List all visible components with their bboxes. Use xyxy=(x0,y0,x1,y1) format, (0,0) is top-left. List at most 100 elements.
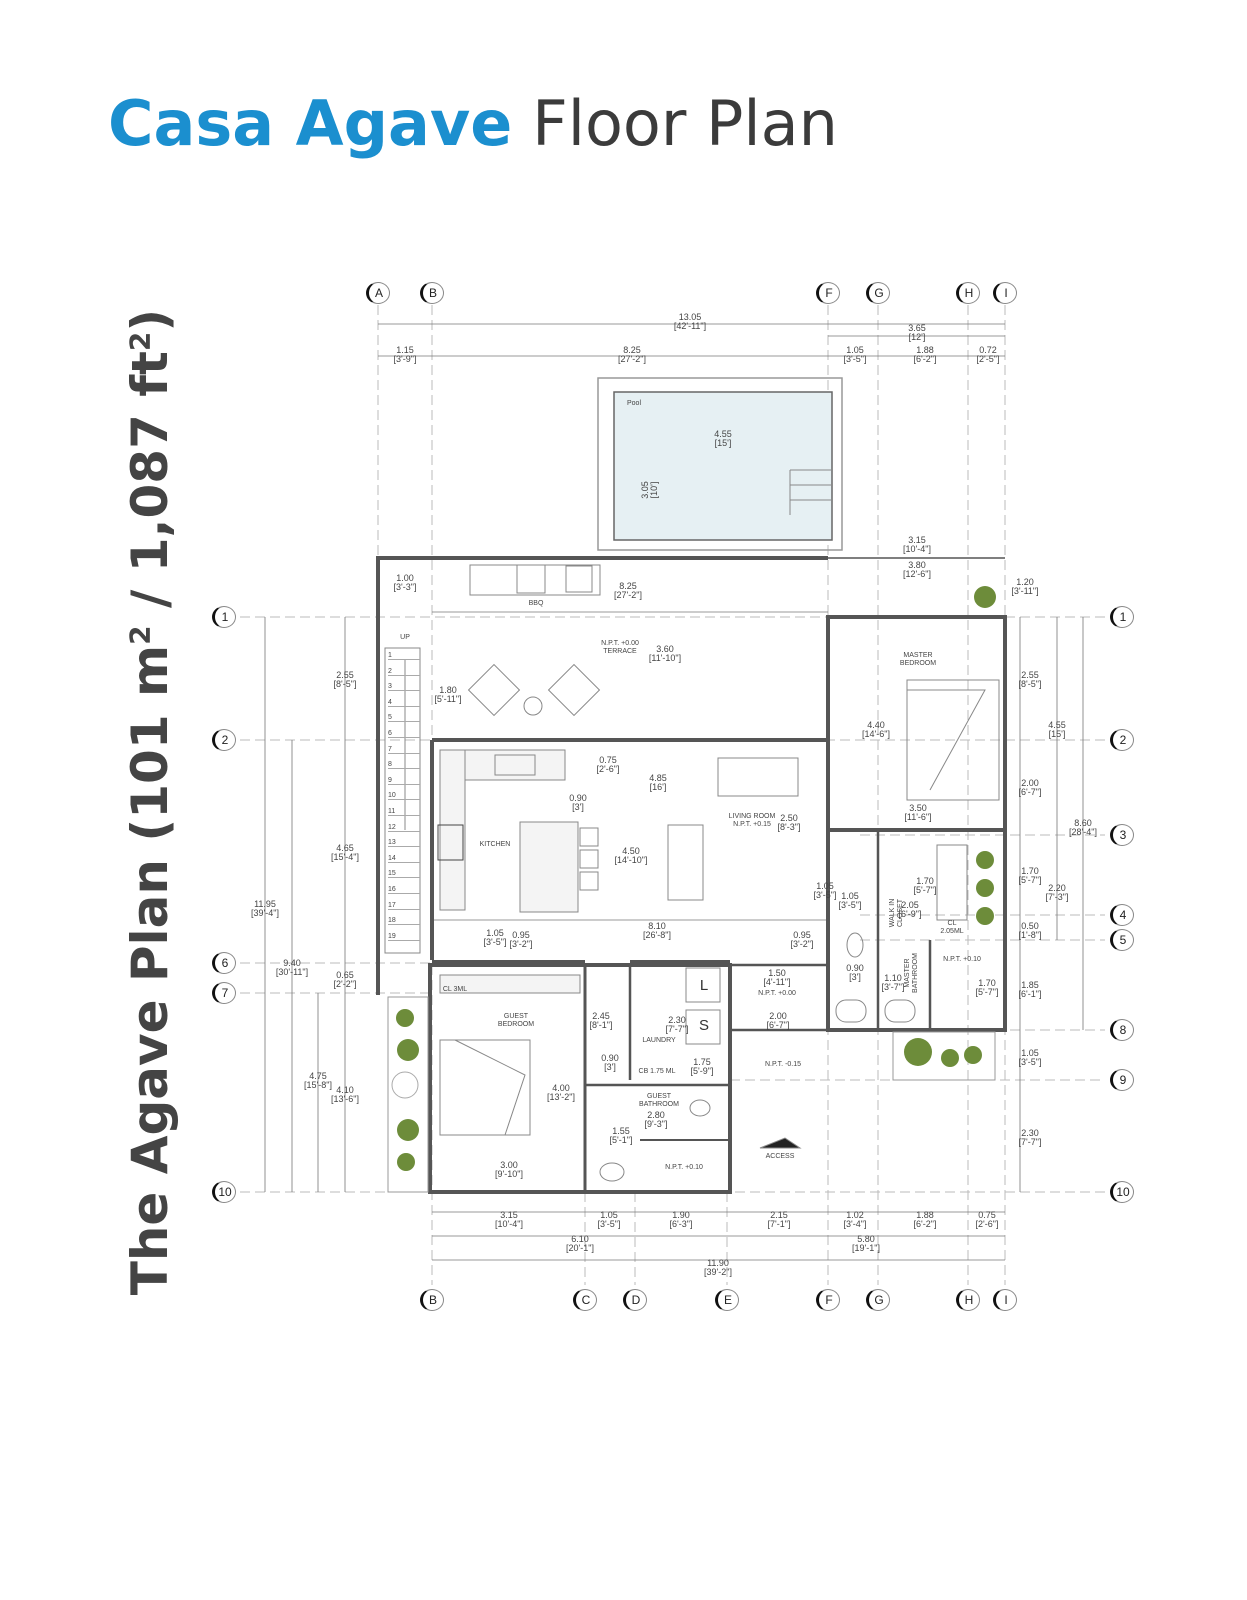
dimension-label: 1.50[4'-11"] xyxy=(763,969,790,987)
dimension-metric: 1.90 xyxy=(672,1210,690,1220)
dimension-metric: 2.30 xyxy=(1021,1128,1039,1138)
dimension-imperial: [20'-1"] xyxy=(566,1243,594,1253)
grid-bubble-1: 1 xyxy=(1110,606,1134,628)
dimension-metric: 1.85 xyxy=(1021,980,1039,990)
dimension-metric: 1.02 xyxy=(846,1210,864,1220)
stair-step: 1 xyxy=(388,652,420,660)
dimension-metric: 1.15 xyxy=(396,345,414,355)
dimension-imperial: [2'-6"] xyxy=(596,764,620,774)
dimension-label: 1.88[6'-2"] xyxy=(914,1211,937,1229)
dimension-metric: 2.20 xyxy=(1048,883,1066,893)
dimension-imperial: [8'-3"] xyxy=(777,822,801,832)
dimension-imperial: [3'-11"] xyxy=(1011,586,1039,596)
dimension-metric: 1.88 xyxy=(916,1210,934,1220)
dimension-label: 3.50[11'-6"] xyxy=(904,804,931,822)
dimension-metric: 1.70 xyxy=(1021,866,1039,876)
dimension-imperial: [9'-10"] xyxy=(495,1169,523,1179)
dimension-imperial: [2'-6"] xyxy=(975,1219,999,1229)
grid-bubble-f: F xyxy=(816,1289,840,1311)
dimension-label: 2.45[8'-1"] xyxy=(590,1012,613,1030)
dimension-metric: 0.75 xyxy=(978,1210,996,1220)
dimension-metric: 3.15 xyxy=(908,535,926,545)
grid-bubble-g: G xyxy=(866,282,890,304)
dimension-label: 5.80[19'-1"] xyxy=(852,1235,880,1253)
dimension-label: 1.70[5'-7"] xyxy=(976,979,999,997)
dimension-label: 3.80[12'-6"] xyxy=(903,561,931,579)
dimension-metric: 1.05 xyxy=(600,1210,618,1220)
dimension-imperial: [8'-5"] xyxy=(333,679,357,689)
dimension-label: 1.75[5'-9"] xyxy=(691,1058,714,1076)
room-label-cabinet: CB 1.75 ML xyxy=(638,1068,676,1075)
dimension-imperial: [8'-1"] xyxy=(589,1020,613,1030)
dimension-imperial: [16'] xyxy=(649,782,667,792)
stair-step: 9 xyxy=(388,777,420,785)
dimension-metric: 0.65 xyxy=(336,970,354,980)
dimension-imperial: [5'-7"] xyxy=(913,885,937,895)
dimension-label: 1.70[5'-7"] xyxy=(1019,867,1042,885)
dimension-label: 3.15[10'-4"] xyxy=(495,1211,523,1229)
room-label-pool: Pool xyxy=(626,400,642,407)
grid-bubble-h: H xyxy=(956,282,980,304)
dimension-imperial: [26'-8"] xyxy=(643,930,671,940)
dimension-label: 1.05[3'-5"] xyxy=(1019,1049,1042,1067)
dimension-label: 1.70[5'-7"] xyxy=(914,877,937,895)
dimension-metric: 1.70 xyxy=(916,876,934,886)
dimension-label: 1.10[3'-7"] xyxy=(882,974,905,992)
dimension-label: 8.60[28'-4"] xyxy=(1069,819,1097,837)
dimension-imperial: [12'] xyxy=(908,332,926,342)
grid-bubble-i: I xyxy=(993,1289,1017,1311)
dimension-imperial: [5'-1"] xyxy=(609,1135,633,1145)
dimension-imperial: [15'-4"] xyxy=(331,852,359,862)
dimension-metric: 8.25 xyxy=(623,345,641,355)
grid-bubble-10: 10 xyxy=(212,1181,236,1203)
dimension-label: 1.80[5'-11"] xyxy=(434,686,461,704)
dimension-label: 0.95[3'-2"] xyxy=(510,931,533,949)
dimension-metric: 0.75 xyxy=(599,755,617,765)
grid-bubble-10: 10 xyxy=(1110,1181,1134,1203)
dimension-metric: 1.00 xyxy=(396,573,414,583)
dimension-label: 2.30[7'-7"] xyxy=(666,1016,689,1034)
dimension-imperial: [3'-5"] xyxy=(1018,1057,1042,1067)
access-label: ACCESS xyxy=(765,1153,795,1160)
npt-hall: N.P.T. +0.00 xyxy=(758,990,796,997)
dimension-metric: 0.90 xyxy=(846,963,864,973)
dimension-label: 0.65[2'-2"] xyxy=(334,971,357,989)
dimension-imperial: [3'-5"] xyxy=(843,354,867,364)
grid-bubble-1: 1 xyxy=(212,606,236,628)
dimension-imperial: [3'] xyxy=(849,972,861,982)
dimension-label: 0.72[2'-5"] xyxy=(977,346,1000,364)
dimension-imperial: [11'-10"] xyxy=(648,653,682,663)
room-label-closet-guest: CL 3ML xyxy=(442,986,468,993)
dimension-label: 0.90[3'] xyxy=(569,794,587,812)
dimension-metric: 4.75 xyxy=(309,1071,327,1081)
room-label-laundry: LAUNDRY xyxy=(642,1037,676,1044)
stair-step: 13 xyxy=(388,839,420,848)
dimension-imperial: [3'-5"] xyxy=(597,1219,621,1229)
dimension-metric: 2.55 xyxy=(1021,670,1039,680)
dimension-metric: 13.05 xyxy=(678,312,702,322)
room-label-living-room: LIVING ROOM N.P.T. +0.15 xyxy=(728,813,776,828)
dimension-label: 1.90[6'-3"] xyxy=(670,1211,693,1229)
dimension-label: 2.30[7'-7"] xyxy=(1019,1129,1042,1147)
dimension-imperial: [27'-2"] xyxy=(618,354,646,364)
dimension-label: 4.50[14'-10"] xyxy=(615,847,648,865)
dimension-metric: 4.40 xyxy=(867,720,885,730)
dimension-metric: 0.50 xyxy=(1021,921,1039,931)
dimension-metric: 9.40 xyxy=(283,958,301,968)
grid-bubble-6: 6 xyxy=(212,952,236,974)
dimension-label: 1.05[3'-5"] xyxy=(839,892,862,910)
grid-bubble-7: 7 xyxy=(212,982,236,1004)
dimension-metric: 0.90 xyxy=(569,793,587,803)
dimension-imperial: [4'-11"] xyxy=(763,977,791,987)
dimension-metric: 2.30 xyxy=(668,1015,686,1025)
grid-bubble-c: C xyxy=(573,1289,597,1311)
dimension-imperial: [13'-2"] xyxy=(547,1092,575,1102)
dimension-label: 2.80[9'-3"] xyxy=(645,1111,668,1129)
planters xyxy=(387,996,996,1193)
grid-bubble-4: 4 xyxy=(1110,904,1134,926)
dimension-metric: 2.00 xyxy=(1021,778,1039,788)
dimension-imperial: [5'-11"] xyxy=(434,694,462,704)
dimension-label: 1.05[3'-5"] xyxy=(814,882,837,900)
grid-bubble-a: A xyxy=(366,282,390,304)
